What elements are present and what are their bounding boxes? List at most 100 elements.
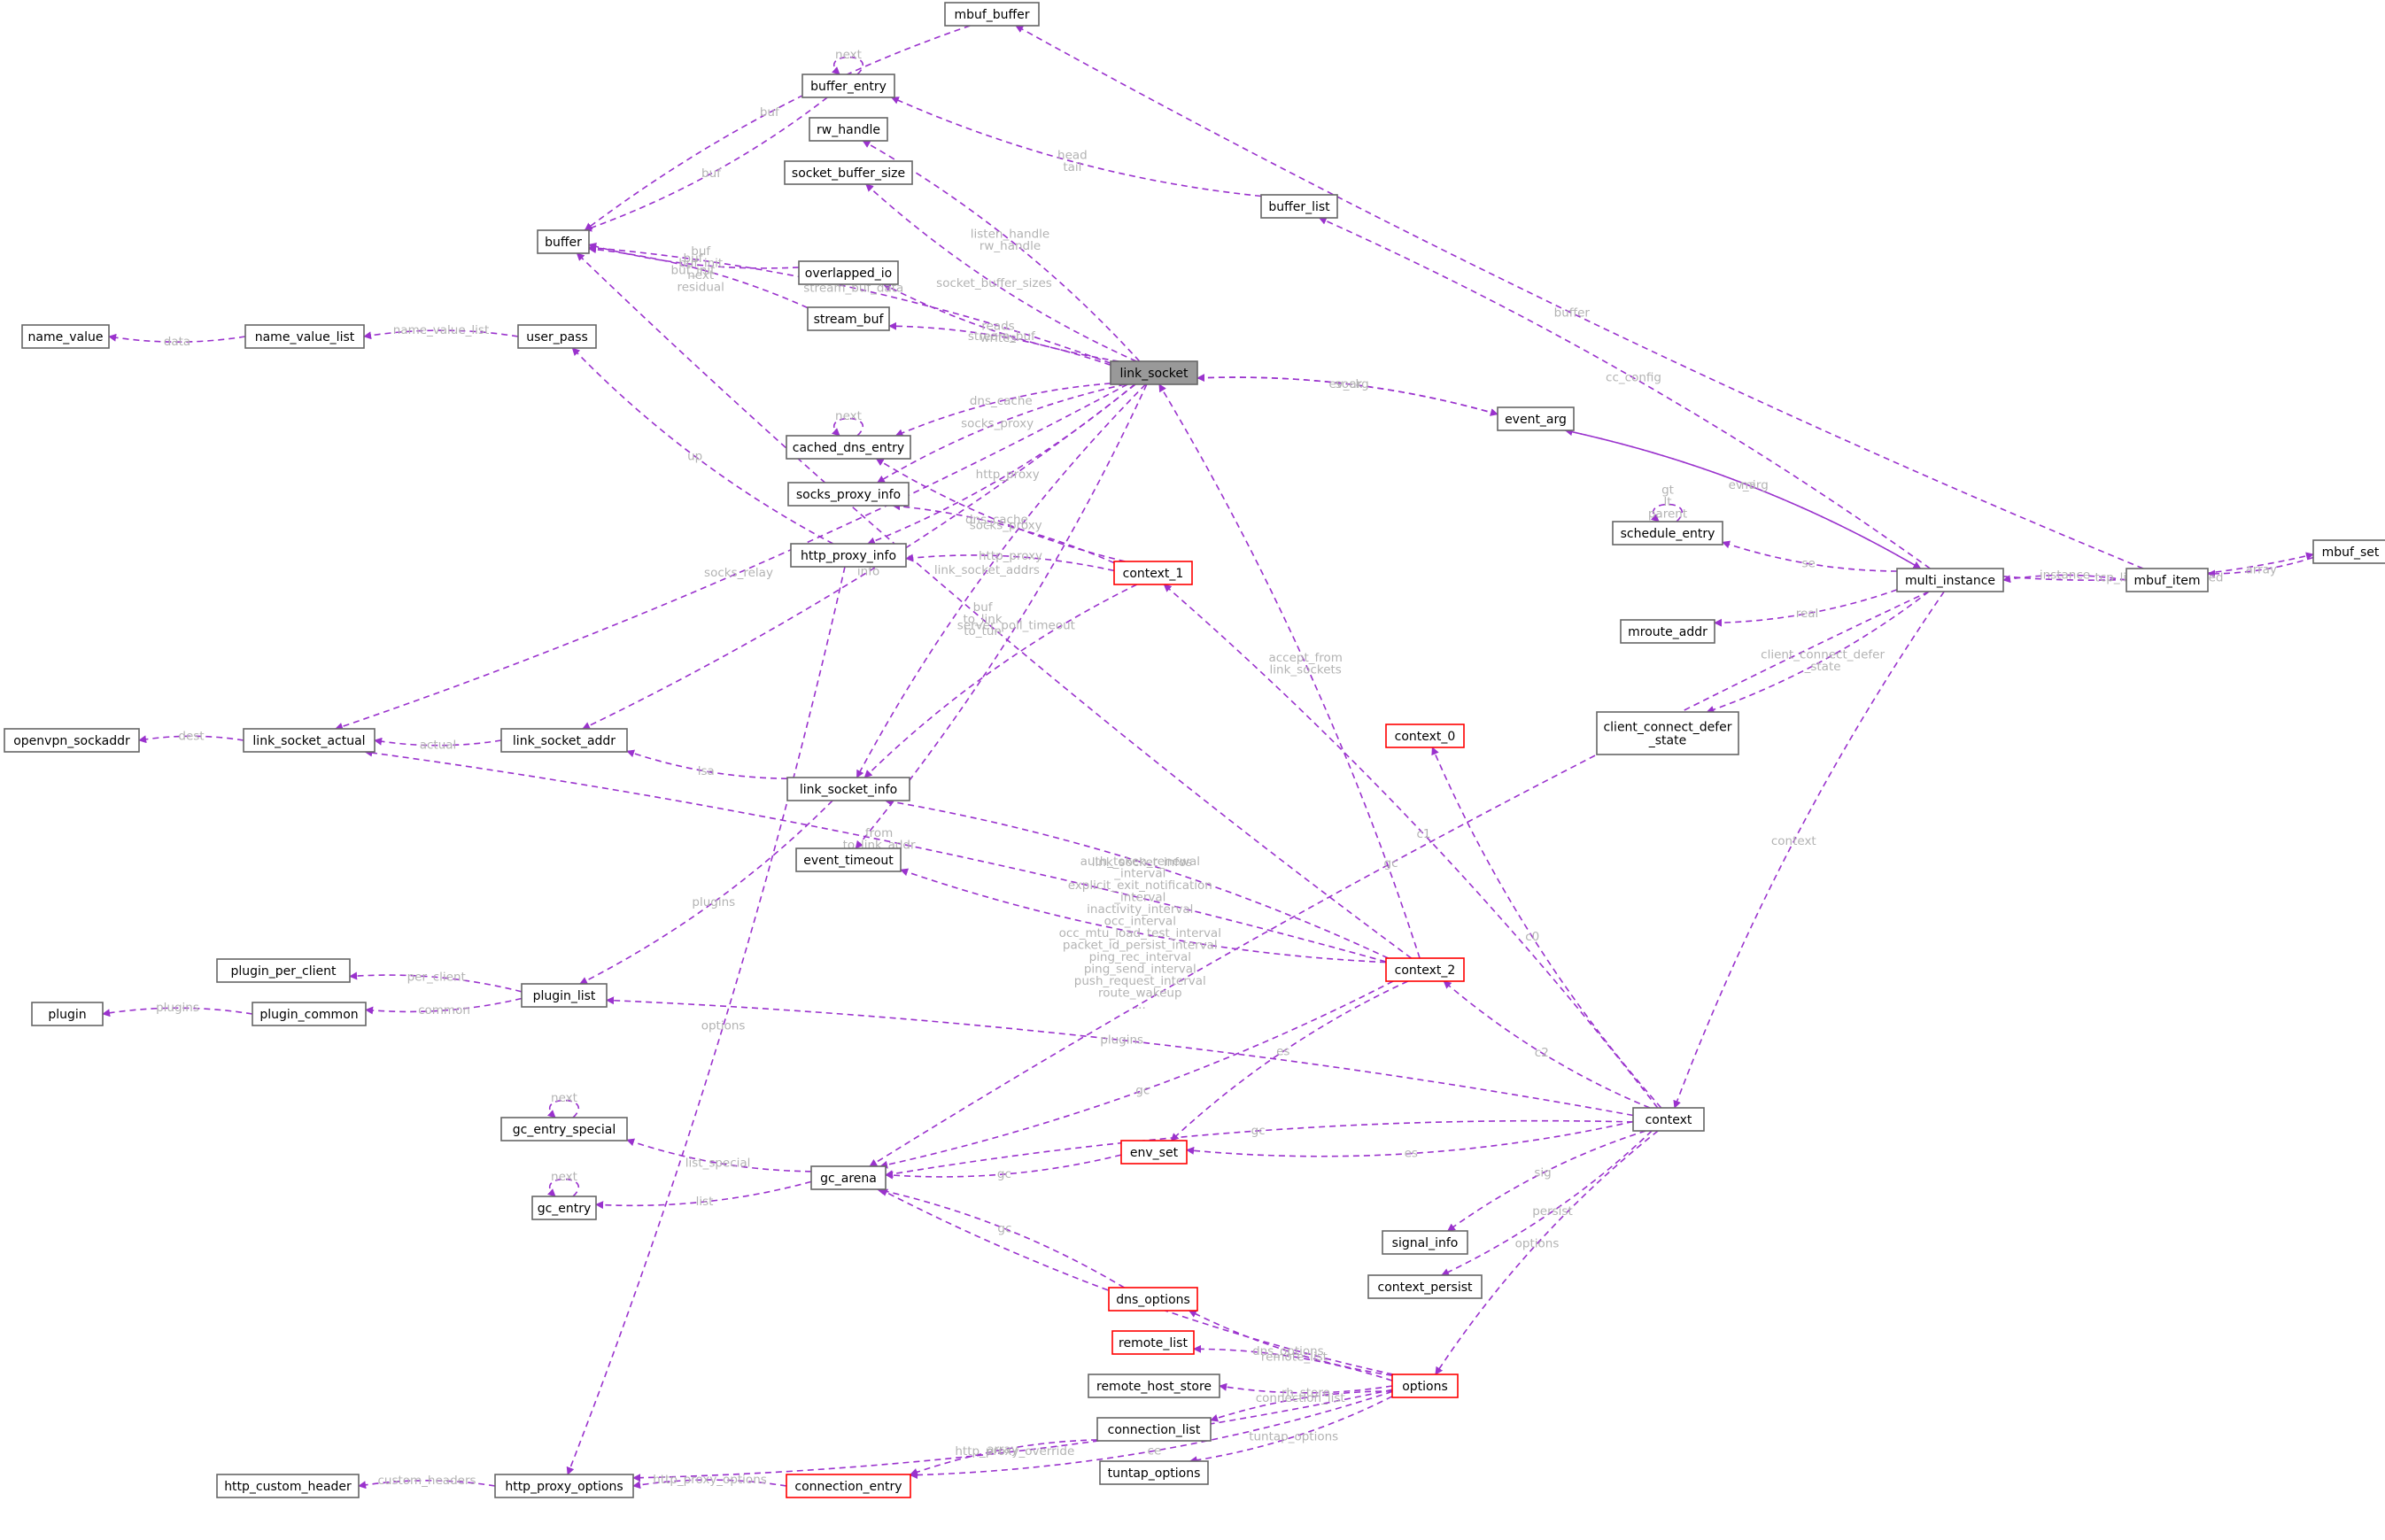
node-socket-buffer-size[interactable]: socket_buffer_size bbox=[784, 160, 913, 185]
node-box bbox=[1088, 1374, 1220, 1398]
node-name-value-list[interactable]: name_value_list bbox=[244, 324, 365, 349]
node-box bbox=[1120, 1140, 1188, 1165]
edge-label: next bbox=[835, 48, 862, 62]
edge-mbuf_set-to-mbuf_item bbox=[2207, 556, 2314, 578]
node-label: socket_buffer_size bbox=[792, 166, 905, 181]
node-context[interactable]: context bbox=[1632, 1107, 1705, 1132]
edge-label: cc_config bbox=[1606, 371, 1661, 385]
node-mbuf-item[interactable]: mbuf_item bbox=[2126, 568, 2209, 592]
node-name-value[interactable]: name_value bbox=[21, 324, 110, 349]
node-options[interactable]: options bbox=[1391, 1374, 1459, 1398]
edge-line bbox=[626, 1138, 812, 1172]
edge-line bbox=[566, 566, 846, 1475]
node-label: tuntap_options bbox=[1108, 1466, 1201, 1481]
node-gc-arena[interactable]: gc_arena bbox=[810, 1165, 887, 1190]
edge-line bbox=[1196, 374, 1498, 415]
edge-line bbox=[626, 749, 788, 779]
node-label: env_set bbox=[1130, 1146, 1179, 1160]
edge-label: c2 bbox=[1535, 1046, 1549, 1060]
edge-label: rh_store bbox=[1282, 1386, 1330, 1400]
node-connection-entry[interactable]: connection_entry bbox=[786, 1474, 911, 1498]
node-connection-list[interactable]: connection_list bbox=[1096, 1417, 1212, 1442]
node-event-arg[interactable]: event_arg bbox=[1497, 406, 1575, 431]
edge-plugin_list-to-plugin_per_client bbox=[349, 971, 523, 993]
edge-line bbox=[879, 1188, 1394, 1375]
node-remote-host-store[interactable]: remote_host_store bbox=[1088, 1374, 1220, 1398]
node-remote-list[interactable]: remote_list bbox=[1111, 1330, 1195, 1355]
node-stream-buf[interactable]: stream_buf bbox=[807, 306, 890, 331]
node-http-proxy-options[interactable]: http_proxy_options bbox=[494, 1474, 634, 1498]
node-link-socket-actual[interactable]: link_socket_actual bbox=[243, 728, 376, 753]
edge-link_socket-to-rw_handle bbox=[862, 140, 1141, 362]
node-user-pass[interactable]: user_pass bbox=[517, 324, 597, 349]
edge-label: mi bbox=[1741, 478, 1756, 492]
node-env-set[interactable]: env_set bbox=[1120, 1140, 1188, 1165]
node-openvpn-sockaddr[interactable]: openvpn_sockaddr bbox=[4, 728, 140, 753]
edge-user_pass-to-name_value_list bbox=[363, 329, 519, 340]
node-mbuf-buffer[interactable]: mbuf_buffer bbox=[944, 2, 1040, 27]
edge-buffer_list-to-buffer_entry bbox=[890, 97, 1262, 197]
node-context-1[interactable]: context_1 bbox=[1113, 561, 1193, 585]
node-label: http_proxy_options bbox=[505, 1480, 623, 1494]
edge-label: es bbox=[1276, 1044, 1289, 1058]
node-client-connect-defer-state[interactable]: client_connect_defer_state bbox=[1596, 711, 1739, 755]
edge-context_2-to-gc_arena bbox=[879, 980, 1394, 1169]
node-http-custom-header[interactable]: http_custom_header bbox=[216, 1474, 360, 1498]
node-gc-entry-special[interactable]: gc_entry_special bbox=[500, 1117, 628, 1141]
edge-label: buffer bbox=[1554, 306, 1591, 321]
node-plugin-list[interactable]: plugin_list bbox=[521, 983, 608, 1008]
node-overlapped-io[interactable]: overlapped_io bbox=[798, 260, 899, 285]
node-tuntap-options[interactable]: tuntap_options bbox=[1099, 1460, 1209, 1485]
edge-mbuf_item-to-multi_instance bbox=[2002, 574, 2127, 584]
node-mroute-addr[interactable]: mroute_addr bbox=[1620, 619, 1715, 644]
edge-label: name_value_list bbox=[393, 323, 490, 337]
node-context-2[interactable]: context_2 bbox=[1385, 957, 1465, 982]
edge-label: connection_list bbox=[1256, 1391, 1345, 1405]
node-label: http_custom_header bbox=[224, 1480, 352, 1494]
node-rw-handle[interactable]: rw_handle bbox=[809, 117, 888, 142]
edge-label: sig bbox=[1534, 1166, 1551, 1180]
node-buffer[interactable]: buffer bbox=[537, 229, 590, 254]
node-buffer-list[interactable]: buffer_list bbox=[1260, 194, 1338, 219]
node-multi-instance[interactable]: multi_instance bbox=[1896, 568, 2004, 592]
node-http-proxy-info[interactable]: http_proxy_info bbox=[790, 543, 907, 568]
node-label: link_socket_addr bbox=[513, 734, 616, 748]
node-event-timeout[interactable]: event_timeout bbox=[795, 847, 902, 872]
node-gc-entry[interactable]: gc_entry bbox=[531, 1196, 597, 1220]
edge-options-to-remote_host_store bbox=[1219, 1382, 1393, 1394]
node-dns-options[interactable]: dns_options bbox=[1108, 1287, 1198, 1312]
edge-line bbox=[108, 333, 246, 343]
edge-line bbox=[1163, 584, 1659, 1109]
node-plugin-common[interactable]: plugin_common bbox=[252, 1002, 367, 1026]
node-link-socket[interactable]: link_socket bbox=[1110, 360, 1198, 385]
node-plugin-per-client[interactable]: plugin_per_client bbox=[216, 958, 351, 983]
node-label: cached_dns_entry bbox=[793, 441, 904, 455]
edge-line bbox=[879, 980, 1394, 1169]
edge-line bbox=[571, 347, 834, 545]
edge-label: dest bbox=[178, 729, 204, 743]
edge-label: se bbox=[1802, 557, 1816, 571]
node-context-0[interactable]: context_0 bbox=[1385, 724, 1465, 748]
node-box bbox=[500, 728, 628, 753]
edge-context_2-to-env_set bbox=[1170, 980, 1409, 1141]
node-socks-proxy-info[interactable]: socks_proxy_info bbox=[787, 482, 910, 507]
node-schedule-entry[interactable]: schedule_entry bbox=[1612, 521, 1723, 546]
node-mbuf-set[interactable]: mbuf_set bbox=[2312, 539, 2385, 564]
edge-event_arg-to-link_socket bbox=[1196, 374, 1498, 415]
edge-label: common bbox=[418, 1003, 470, 1018]
node-label: signal_info bbox=[1392, 1236, 1459, 1250]
edge-context_2-to-buffer bbox=[576, 252, 1413, 959]
node-label: dns_options bbox=[1116, 1293, 1190, 1307]
node-link-socket-info[interactable]: link_socket_info bbox=[786, 777, 910, 801]
node-cached-dns-entry[interactable]: cached_dns_entry bbox=[786, 435, 911, 460]
edge-multi_instance-to-buffer_list bbox=[1318, 217, 1931, 569]
node-plugin[interactable]: plugin bbox=[31, 1002, 104, 1026]
node-buffer-entry[interactable]: buffer_entry bbox=[801, 74, 895, 98]
node-link-socket-addr[interactable]: link_socket_addr bbox=[500, 728, 628, 753]
node-signal-info[interactable]: signal_info bbox=[1382, 1230, 1468, 1255]
edge-label: gc bbox=[1251, 1124, 1266, 1138]
node-box bbox=[810, 1165, 887, 1190]
node-context-persist[interactable]: context_persist bbox=[1367, 1274, 1483, 1299]
